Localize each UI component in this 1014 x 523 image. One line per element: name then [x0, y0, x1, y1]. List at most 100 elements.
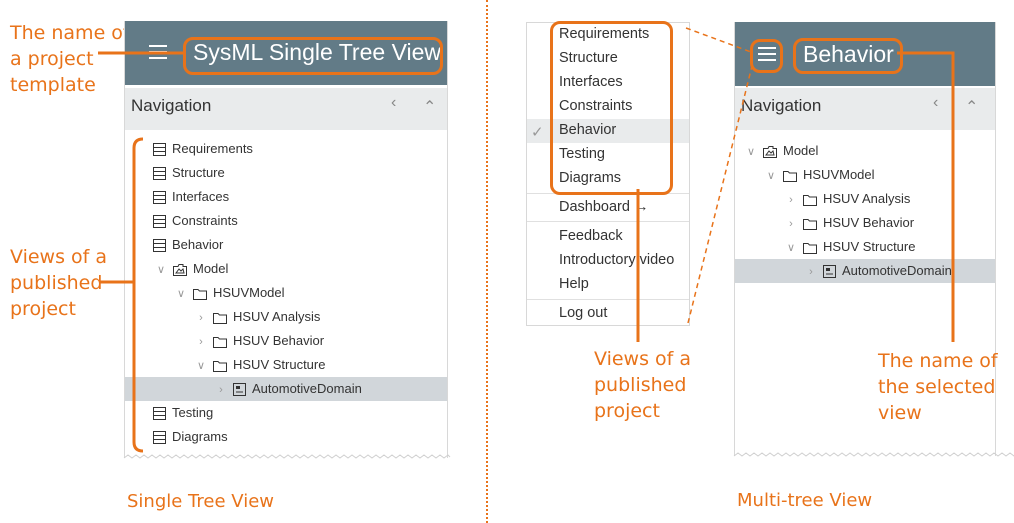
- view-table-icon: [153, 431, 166, 445]
- chevron-right-icon[interactable]: ›: [809, 266, 813, 278]
- navigation-bar: Navigation ‹ ⌃: [125, 88, 447, 130]
- caption-single-tree: Single Tree View: [127, 491, 274, 512]
- menu-item-behavior[interactable]: Behavior: [559, 122, 617, 138]
- tree-item-label: HSUV Behavior: [823, 215, 915, 230]
- view-table-icon: [153, 191, 166, 205]
- folder-icon: [803, 194, 817, 206]
- tree-item-label: HSUVModel: [803, 167, 875, 182]
- diagram-icon: [233, 383, 246, 397]
- annotation-views-left: Views of a published project: [10, 246, 108, 320]
- tree-item-diagrams[interactable]: Diagrams: [153, 425, 228, 449]
- highlight-menu-views: [550, 21, 673, 195]
- menu-item-dashboard[interactable]: Dashboard →: [559, 199, 649, 215]
- menu-item-interfaces[interactable]: Interfaces: [559, 74, 623, 90]
- menu-item-logout[interactable]: Log out: [559, 305, 608, 321]
- tree-item-automotive-domain[interactable]: › AutomotiveDomain: [735, 259, 995, 283]
- tree-item-structure[interactable]: Structure: [153, 161, 225, 185]
- navigation-bar: Navigation ‹ ⌃: [735, 88, 995, 130]
- hamburger-icon[interactable]: [758, 47, 776, 63]
- tree-item-label: Constraints: [172, 213, 238, 228]
- tree-item-label: HSUV Analysis: [233, 309, 321, 324]
- menu-item-help[interactable]: Help: [559, 276, 589, 292]
- tree-item-label: HSUVModel: [213, 285, 285, 300]
- folder-icon: [193, 288, 207, 300]
- tree-item-hsuv-structure[interactable]: ∨ HSUV Structure: [195, 353, 326, 377]
- package-icon: [173, 263, 187, 276]
- menu-item-requirements[interactable]: Requirements: [559, 26, 650, 42]
- project-template-title: SysML Single Tree View: [193, 39, 442, 65]
- chevron-right-icon[interactable]: ›: [219, 384, 223, 396]
- annotation-selected-view: The name of the selected view: [878, 350, 998, 424]
- chevron-right-icon[interactable]: ›: [199, 336, 203, 348]
- menu-item-constraints[interactable]: Constraints: [559, 98, 633, 114]
- tree-item-hsuv-behavior[interactable]: ›HSUV Behavior: [195, 329, 324, 353]
- folder-icon: [803, 242, 817, 254]
- tree-item-testing[interactable]: Testing: [153, 401, 213, 425]
- tree-item-hsuv-analysis[interactable]: ›HSUV Analysis: [785, 187, 910, 211]
- menu-item-introductory-video[interactable]: Introductory video: [559, 252, 675, 268]
- tree-item-label: Diagrams: [172, 429, 228, 444]
- folder-icon: [213, 336, 227, 348]
- menu-item-structure[interactable]: Structure: [559, 50, 618, 66]
- chevron-down-icon[interactable]: ∨: [156, 264, 166, 276]
- tree-item-behavior[interactable]: Behavior: [153, 233, 223, 257]
- hamburger-icon[interactable]: [149, 45, 167, 61]
- tree-item-constraints[interactable]: Constraints: [153, 209, 238, 233]
- tree-item-interfaces[interactable]: Interfaces: [153, 185, 229, 209]
- tree-item-label: HSUV Structure: [233, 357, 326, 372]
- chevron-right-icon[interactable]: ›: [789, 194, 793, 206]
- menu-item-diagrams[interactable]: Diagrams: [559, 170, 622, 186]
- folder-icon: [213, 360, 227, 372]
- chevron-up-icon[interactable]: ⌃: [965, 99, 979, 116]
- chevron-down-icon[interactable]: ∨: [746, 146, 756, 158]
- chevron-left-icon[interactable]: ‹: [391, 94, 397, 111]
- tree-item-hsuvmodel[interactable]: ∨ HSUVModel: [765, 163, 875, 187]
- tree-item-model[interactable]: ∨ Model: [745, 139, 818, 163]
- tree-item-model[interactable]: ∨Model: [155, 257, 228, 281]
- navigation-title: Navigation: [741, 96, 822, 115]
- chevron-right-icon[interactable]: ›: [789, 218, 793, 230]
- chevron-down-icon[interactable]: ∨: [766, 170, 776, 182]
- menu-item-testing[interactable]: Testing: [559, 146, 605, 162]
- tree-item-label: HSUV Structure: [823, 239, 916, 254]
- caption-multi-tree: Multi-tree View: [737, 490, 873, 511]
- menu-separator: [527, 299, 689, 300]
- tree-item-label: AutomotiveDomain: [842, 263, 952, 278]
- chevron-down-icon[interactable]: ∨: [176, 288, 186, 300]
- view-table-icon: [153, 167, 166, 181]
- tree-item-label: Model: [783, 143, 819, 158]
- highlight-selected-view: [793, 38, 903, 74]
- chevron-up-icon[interactable]: ⌃: [423, 99, 437, 116]
- chevron-down-icon[interactable]: ∨: [196, 360, 206, 372]
- selected-view-title: Behavior: [803, 41, 894, 67]
- tree-item-hsuv-structure[interactable]: ∨ HSUV Structure: [785, 235, 916, 259]
- tree-item-hsuv-analysis[interactable]: › HSUV Analysis: [195, 305, 320, 329]
- chevron-right-icon[interactable]: ›: [199, 312, 203, 324]
- divider: [486, 0, 488, 523]
- annotation-project-template: The name of a project template: [10, 22, 130, 96]
- menu-item-feedback[interactable]: Feedback: [559, 228, 623, 244]
- chevron-left-icon[interactable]: ‹: [933, 94, 939, 111]
- tree-item-label: AutomotiveDomain: [252, 381, 362, 396]
- views-menu: ✓ Requirements Structure Interfaces Cons…: [526, 22, 690, 326]
- package-icon: [763, 145, 777, 158]
- tree-item-label: Requirements: [172, 141, 253, 156]
- tree-item-requirements[interactable]: Requirements: [153, 137, 253, 161]
- folder-icon: [783, 170, 797, 182]
- tree-item-automotive-domain[interactable]: › AutomotiveDomain: [125, 377, 447, 401]
- tree-item-label: Interfaces: [172, 189, 230, 204]
- navigation-title: Navigation: [131, 96, 212, 115]
- tree-item-label: Structure: [172, 165, 225, 180]
- tree-item-hsuv-behavior[interactable]: › HSUV Behavior: [785, 211, 914, 235]
- single-tree-panel: SysML Single Tree View Navigation ‹ ⌃ Re…: [124, 21, 448, 458]
- tree-item-label: Testing: [172, 405, 214, 420]
- highlight-template-title: [183, 37, 443, 75]
- view-table-icon: [153, 407, 166, 421]
- chevron-down-icon[interactable]: ∨: [786, 242, 796, 254]
- view-table-icon: [153, 239, 166, 253]
- tree-item-hsuvmodel[interactable]: ∨ HSUVModel: [175, 281, 285, 305]
- menu-selected-row: [527, 119, 689, 143]
- folder-icon: [213, 312, 227, 324]
- annotation-views-menu: Views of a published project: [594, 348, 692, 422]
- folder-icon: [803, 218, 817, 230]
